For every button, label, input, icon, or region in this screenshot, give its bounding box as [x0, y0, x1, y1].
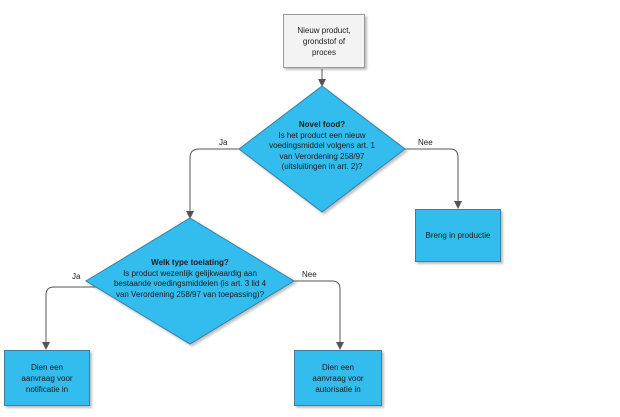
connector-decision1-no: [388, 148, 462, 209]
decision-type-approval-text: Welk type toelating? Is product wezenlij…: [112, 258, 268, 300]
process-production-text: Breng in productie: [425, 231, 491, 240]
connector-decision2-yes: [42, 286, 99, 350]
process-authorisation-text: Dien een aanvraag voor autorisatie in: [312, 362, 364, 394]
decision-novel-food-text: Novel food? Is het product een nieuw voe…: [262, 120, 382, 173]
decision2-no-label: Nee: [302, 270, 317, 279]
process-production-box: Breng in productie: [415, 209, 501, 262]
decision-type-approval-title: Welk type toelating?: [151, 258, 229, 267]
process-notification-box: Dien een aanvraag voor notificatie in: [4, 350, 90, 406]
decision-novel-food-diamond: [238, 85, 406, 213]
decision-type-approval-question: Is product wezenlijk gelijkwaardig aan b…: [113, 268, 267, 299]
connector-decision2-no: [294, 280, 344, 350]
connector-decision1-yes: [186, 148, 256, 219]
decision-novel-food-question: Is het product een nieuw voedingsmiddel …: [269, 130, 375, 172]
start-text: Nieuw product, grondstof of proces: [297, 25, 351, 57]
decision2-yes-label: Ja: [72, 272, 81, 281]
decision1-no-label: Nee: [418, 138, 433, 147]
process-notification-text: Dien een aanvraag voor notificatie in: [21, 362, 73, 394]
decision-type-approval-diamond: [85, 217, 295, 345]
decision-novel-food-title: Novel food?: [298, 120, 346, 129]
decision1-yes-label: Ja: [219, 138, 228, 147]
start-box: Nieuw product, grondstof of proces: [283, 14, 365, 68]
process-authorisation-box: Dien een aanvraag voor autorisatie in: [294, 350, 382, 406]
